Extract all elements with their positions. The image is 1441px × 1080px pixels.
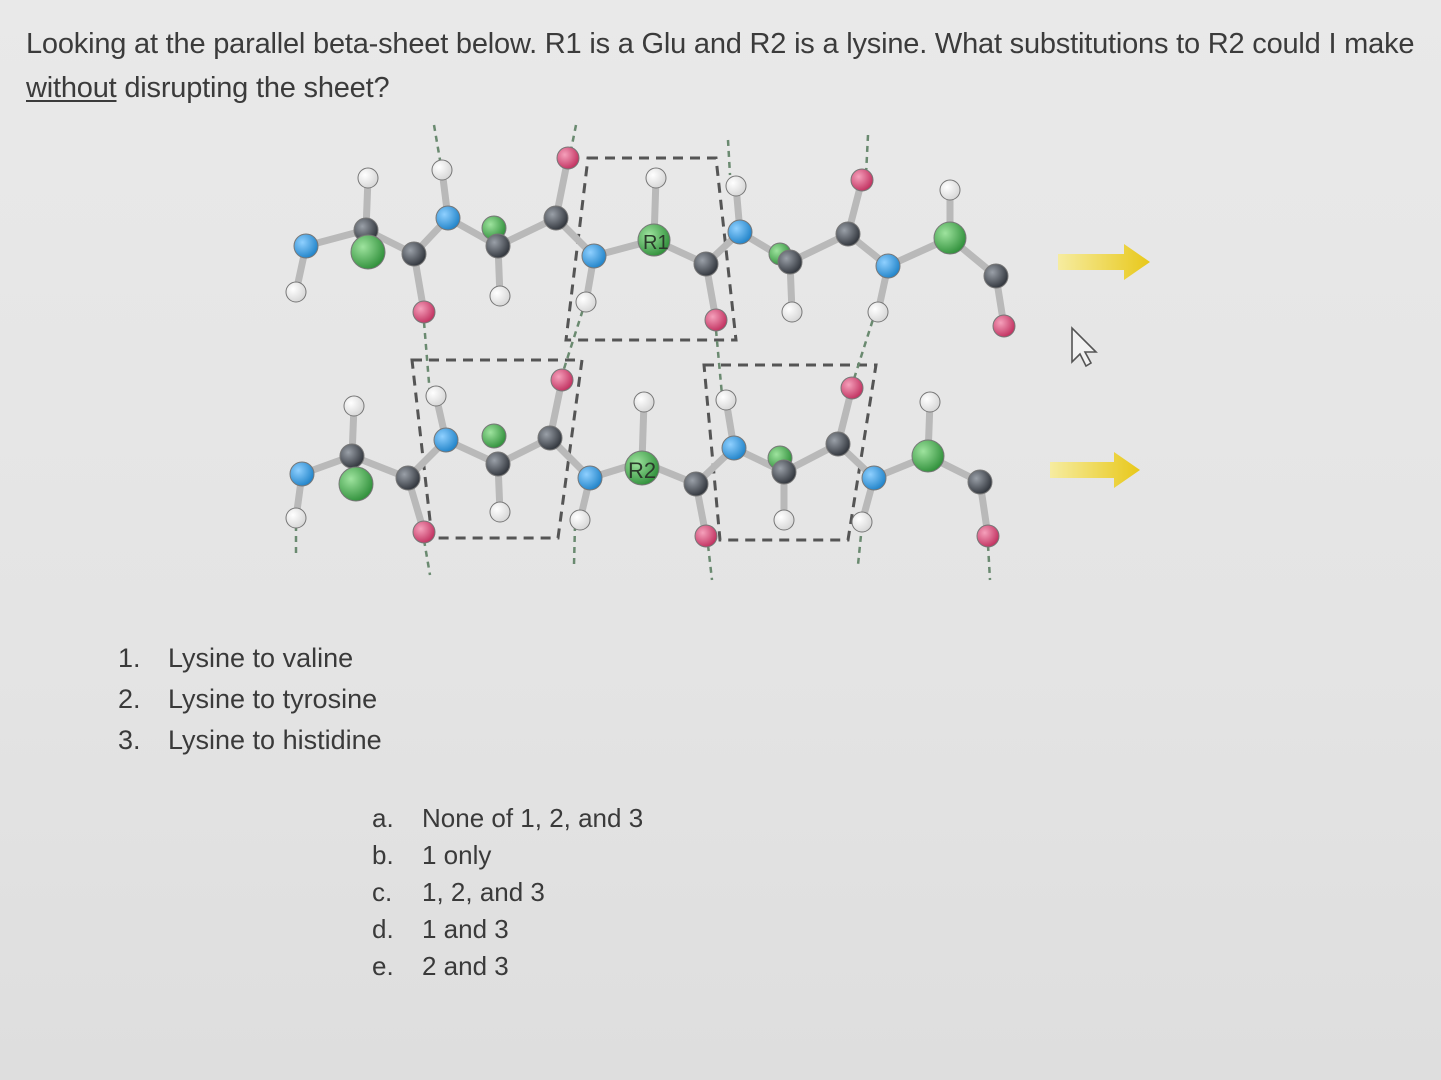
r1-atom bbox=[637, 223, 671, 257]
answer-choice-c[interactable]: c.1, 2, and 3 bbox=[372, 877, 545, 907]
r1-label: R1 bbox=[643, 232, 669, 254]
answer-choice-d[interactable]: d.1 and 3 bbox=[372, 914, 509, 944]
option-item: 2.Lysine to tyrosine bbox=[118, 684, 378, 714]
r2-label: R2 bbox=[628, 458, 656, 483]
strand-1-atoms bbox=[285, 146, 1016, 338]
mouse-pointer-icon bbox=[1071, 326, 1098, 368]
answer-choice-b[interactable]: b.1 only bbox=[372, 840, 492, 870]
answer-choices-list: a.None of 1, 2, and 3 b.1 only c.1, 2, a… bbox=[372, 800, 643, 985]
hydrogen-bond-lines bbox=[294, 124, 992, 581]
beta-sheet-diagram: R1 bbox=[270, 115, 1170, 595]
question-part-2: disrupting the sheet? bbox=[116, 72, 390, 104]
hbond-box-outlines bbox=[410, 156, 878, 542]
substitution-options-list: 1.Lysine to valine 2.Lysine to tyrosine … bbox=[118, 638, 382, 761]
arrow-right-icon bbox=[1058, 244, 1150, 280]
question-emphasis: without bbox=[26, 72, 117, 104]
arrow-right-icon bbox=[1050, 452, 1140, 488]
answer-choice-e[interactable]: e.2 and 3 bbox=[372, 951, 509, 981]
question-text: Looking at the parallel beta-sheet below… bbox=[26, 22, 1426, 110]
question-part-1: Looking at the parallel beta-sheet below… bbox=[26, 28, 1415, 60]
strand-2-atoms bbox=[285, 368, 1000, 548]
r2-atom bbox=[624, 450, 660, 486]
option-item: 1.Lysine to valine bbox=[118, 643, 354, 673]
option-item: 3.Lysine to histidine bbox=[118, 725, 382, 755]
answer-choice-a[interactable]: a.None of 1, 2, and 3 bbox=[372, 803, 644, 833]
